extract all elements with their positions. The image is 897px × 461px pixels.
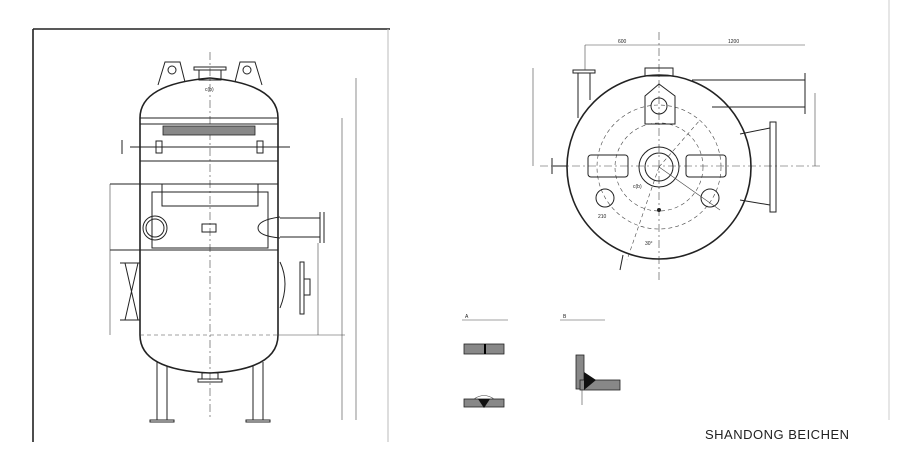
detail-a-label: A: [465, 314, 469, 320]
dim-left-text: 600: [618, 39, 627, 45]
weld-detail-a: A: [462, 314, 508, 408]
vessel-side-view: c(b): [109, 52, 357, 423]
vessel-top-view: 600 1200 c(b) 210 30°: [532, 32, 820, 280]
top-nozzle-label: c(b): [205, 87, 214, 93]
angle-text: 30°: [645, 241, 653, 247]
drawing-frame: [32, 0, 890, 442]
nozzle-label-text: c(b): [633, 184, 642, 190]
dim-right-text: 1200: [728, 39, 739, 45]
pad-size-text: 210: [598, 214, 607, 220]
company-caption: SHANDONG BEICHEN: [705, 427, 850, 442]
detail-b-label: B: [563, 314, 567, 320]
weld-detail-b: B: [560, 314, 621, 405]
